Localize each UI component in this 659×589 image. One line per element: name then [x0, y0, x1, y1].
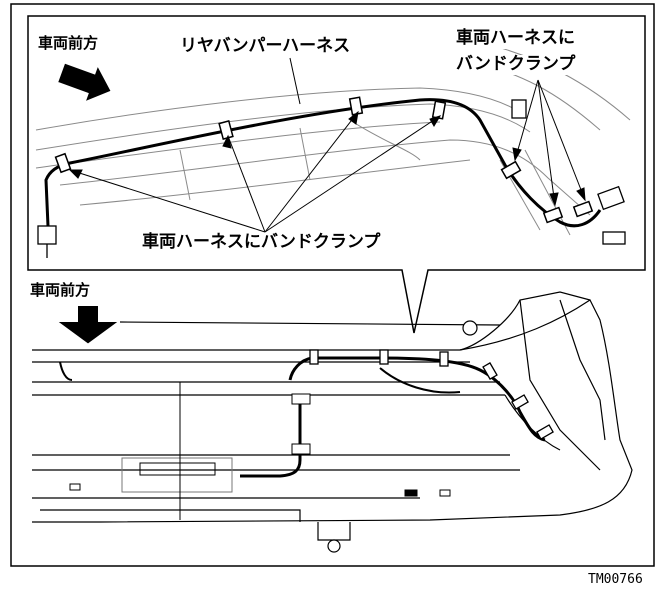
- clamp: [572, 200, 594, 218]
- clamp: [309, 349, 319, 365]
- front-arrow-bottom-icon: [57, 306, 119, 345]
- inset-border: [27, 15, 646, 334]
- overview-clamps: [309, 349, 554, 440]
- clamp: [511, 394, 529, 410]
- clamp: [348, 96, 364, 116]
- band-clamp-right-label-line2: バンドクランプ: [456, 54, 576, 75]
- inset-connector-left: [37, 225, 57, 258]
- figure-id: TM00766: [588, 572, 643, 587]
- front-direction-label-top: 車両前方: [38, 34, 99, 53]
- rear-bumper-harness-label: リヤバンパーハーネス: [180, 36, 351, 57]
- front-arrow-top-icon: [57, 63, 111, 102]
- license-lamp-area: [121, 457, 233, 493]
- clamp: [536, 424, 554, 440]
- overview-harness-line: [288, 356, 546, 442]
- bumper-overview: [32, 291, 633, 553]
- bumper-bolt: [462, 320, 478, 336]
- clamp: [54, 152, 72, 174]
- clamp: [482, 362, 498, 380]
- band-clamp-center-label: 車両ハーネスにバンドクランプ: [142, 232, 381, 253]
- clamp: [379, 349, 389, 365]
- clamp: [542, 206, 564, 224]
- leader-right-clamp: [512, 79, 586, 207]
- detail-inset: [27, 15, 646, 334]
- overview-harness-vertical: [240, 400, 302, 478]
- inset-harness-line: [44, 98, 602, 228]
- clamp: [439, 351, 449, 367]
- break-marks: [291, 393, 311, 455]
- inset-clamps: [54, 96, 594, 224]
- band-clamp-right-label-line1: 車両ハーネスに: [456, 28, 575, 49]
- inset-connector-right: [511, 99, 626, 245]
- leader-harness-label: [289, 57, 301, 105]
- lower-strip-marks: [69, 382, 451, 520]
- clamp: [500, 160, 522, 180]
- front-direction-label-bottom: 車両前方: [30, 281, 91, 300]
- leader-center-clamp: [68, 110, 442, 233]
- outer-border: [10, 3, 655, 567]
- bumper-bracket: [317, 522, 351, 553]
